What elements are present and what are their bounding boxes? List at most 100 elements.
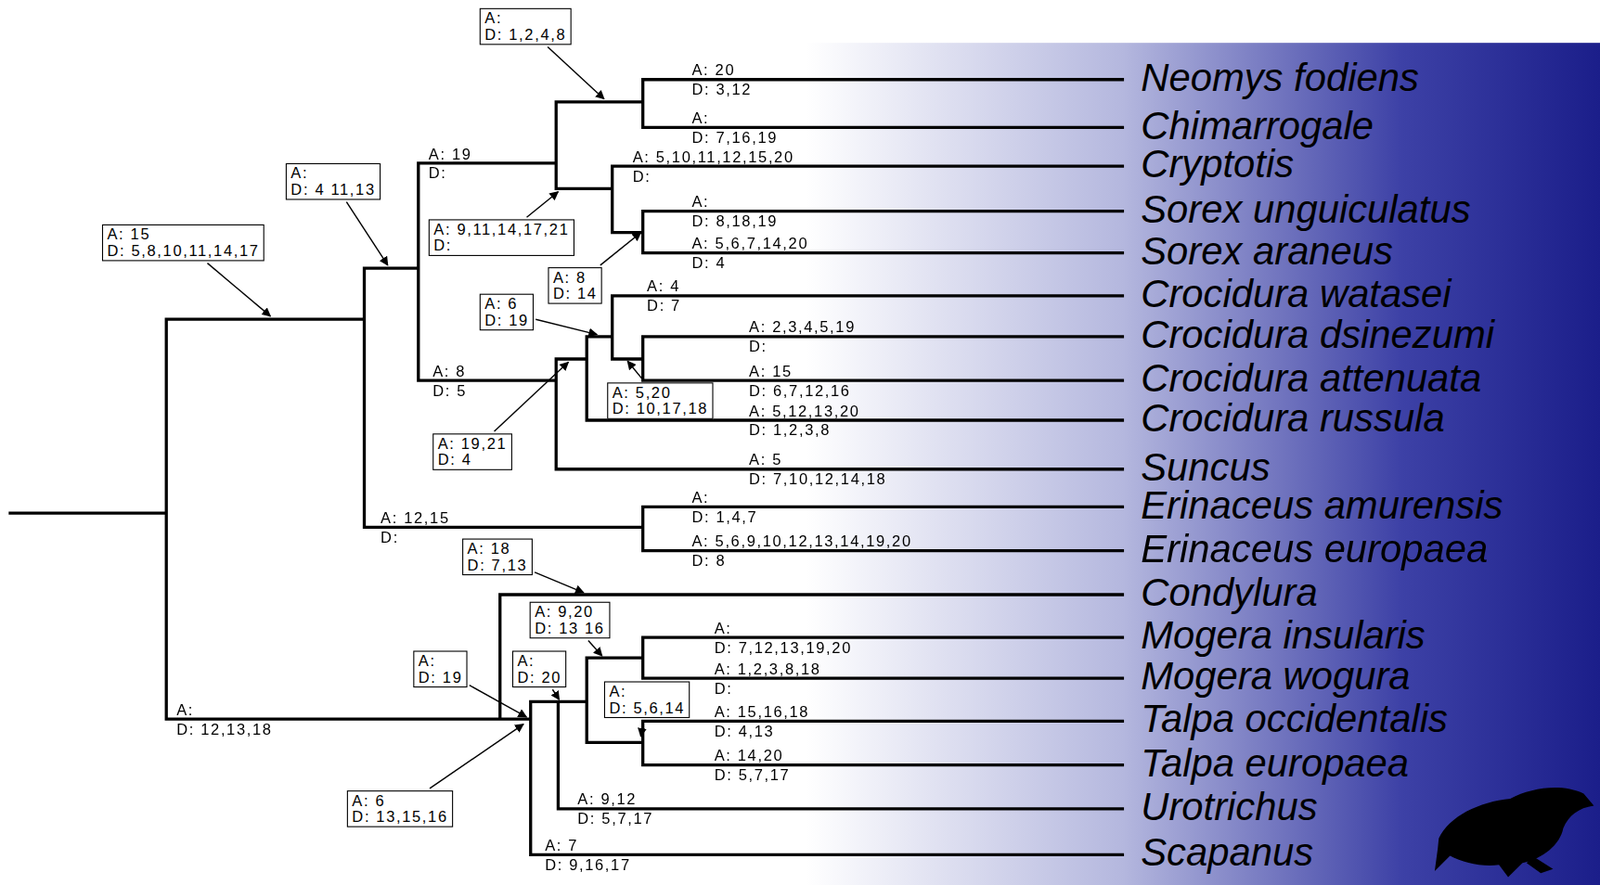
character-box: A: 9,20D: 13 16: [529, 602, 611, 639]
leader-arrow: [640, 720, 644, 737]
character-list: A: 9,12: [577, 791, 637, 808]
character-list: D: 4: [691, 255, 726, 271]
character-list: D:: [428, 165, 448, 181]
character-list: D: 5,6,14: [608, 699, 685, 716]
character-list: A: 19: [428, 145, 473, 162]
leader-arrow: [547, 47, 605, 100]
taxon-name: Scapanus: [1140, 833, 1314, 873]
character-list: A: 15: [748, 362, 793, 379]
character-list: D: 8,18,19: [691, 213, 778, 230]
character-box: A:D: 20: [512, 650, 568, 687]
taxon-name: Urotrichus: [1140, 787, 1317, 827]
leader-arrow: [535, 319, 597, 335]
character-list: A:: [691, 193, 710, 210]
character-list: D: 4,13: [714, 723, 775, 740]
character-list: D: 9,16,17: [544, 857, 632, 874]
character-list: A: 19,21: [438, 435, 508, 452]
character-list: D: 1,2,3,8: [748, 422, 831, 439]
character-list: D: 10,17,18: [612, 400, 709, 417]
character-list: D: 5,8,10,11,14,17: [106, 242, 259, 259]
leader-arrow: [494, 361, 569, 432]
character-list: D: 12,13,18: [176, 721, 272, 737]
character-box: A: 9,11,14,17,21D:: [428, 219, 575, 256]
taxon-name: Talpa occidentalis: [1140, 699, 1448, 739]
character-box: A: 6D: 13,15,16: [347, 790, 453, 827]
character-list: D: 5: [432, 382, 467, 399]
character-list: D:: [714, 680, 734, 697]
character-list: D:: [433, 237, 569, 254]
character-list: A:: [714, 619, 733, 636]
character-list: A: 5,12,13,20: [748, 402, 861, 419]
character-list: D: 7,10,12,14,18: [748, 471, 887, 488]
leader-arrow: [469, 685, 528, 718]
character-list: D: 1,4,7: [691, 509, 758, 526]
character-list: A:: [516, 653, 562, 670]
leader-arrow: [206, 263, 271, 317]
character-list: A: 1,2,3,8,18: [714, 660, 822, 677]
character-list: A: 7: [544, 838, 579, 854]
character-list: A: 15: [106, 226, 259, 243]
character-box: A: 5,20D: 10,17,18: [606, 382, 713, 419]
character-box: A: 15D: 5,8,10,11,14,17: [102, 224, 265, 261]
character-list: A:: [176, 701, 194, 718]
character-list: D: 4: [438, 451, 508, 468]
character-box: A:D: 1,2,4,8: [479, 8, 572, 45]
taxon-name: Sorex araneus: [1140, 232, 1394, 271]
character-list: A:: [691, 110, 710, 127]
character-list: A: 5,10,11,12,15,20: [632, 149, 795, 166]
character-box: A: 19,21D: 4: [432, 433, 513, 470]
character-list: D: 7,13: [467, 556, 529, 573]
taxon-name: Neomys fodiens: [1140, 58, 1420, 98]
taxon-name: Condylura: [1140, 573, 1317, 613]
taxon-name: Mogera insularis: [1140, 616, 1426, 656]
leader-arrow: [600, 232, 642, 266]
character-list: A:: [290, 165, 375, 181]
character-list: A: 9,20: [534, 604, 606, 620]
character-list: A: 4: [646, 278, 681, 295]
taxon-name: Crocidura russula: [1140, 399, 1445, 439]
character-list: D: 5,7,17: [577, 811, 654, 827]
leader-arrow: [346, 202, 388, 266]
character-list: A: 2,3,4,5,19: [748, 319, 856, 336]
character-list: A: 18: [467, 541, 529, 557]
taxon-name: Erinaceus europaea: [1140, 529, 1488, 569]
character-list: A: 9,11,14,17,21: [433, 221, 569, 238]
tree-branches: [10, 79, 1123, 856]
character-box: A: 8D: 14: [547, 267, 603, 304]
taxon-name: Chimarrogale: [1140, 105, 1374, 145]
character-box: A:D: 4 11,13: [285, 163, 381, 200]
character-list: D: 20: [516, 669, 562, 685]
character-list: D: 7,16,19: [691, 129, 778, 146]
leader-arrow: [588, 640, 603, 656]
character-list: D:: [632, 167, 652, 184]
character-list: D: 5,7,17: [714, 767, 791, 784]
character-list: D: 1,2,4,8: [484, 25, 567, 42]
leader-arrow: [429, 724, 524, 789]
character-list: D: 19: [418, 669, 464, 685]
character-list: A: 5,6,9,10,12,13,14,19,20: [691, 533, 912, 550]
character-list: D: 6,7,12,16: [748, 382, 852, 399]
character-list: D: 7: [646, 297, 682, 314]
leader-arrow: [527, 192, 559, 218]
character-list: D: 14: [553, 285, 598, 302]
character-list: A:: [608, 683, 685, 700]
character-box: A:D: 5,6,14: [604, 681, 691, 718]
character-list: A: 6: [351, 792, 448, 809]
character-list: A: 8: [432, 362, 466, 379]
character-list: D:: [380, 529, 400, 546]
character-list: A: 12,15: [380, 510, 451, 527]
taxon-name: Crocidura attenuata: [1140, 359, 1482, 399]
leader-arrow: [534, 572, 584, 594]
taxon-name: Mogera wogura: [1140, 657, 1410, 697]
character-list: D: 4 11,13: [290, 180, 375, 197]
character-box: A: 18D: 7,13: [462, 539, 533, 576]
taxon-name: Crocidura dsinezumi: [1140, 315, 1495, 355]
taxon-name: Sorex unguiculatus: [1140, 190, 1471, 230]
gradient-ground: [806, 42, 1600, 885]
character-list: D:: [748, 338, 768, 355]
taxon-name: Talpa europaea: [1140, 744, 1409, 784]
character-list: A:: [484, 10, 567, 26]
character-list: D: 13,15,16: [351, 809, 448, 826]
character-list: A: 5,20: [612, 385, 709, 401]
taxon-name: Crocidura watasei: [1140, 274, 1451, 314]
